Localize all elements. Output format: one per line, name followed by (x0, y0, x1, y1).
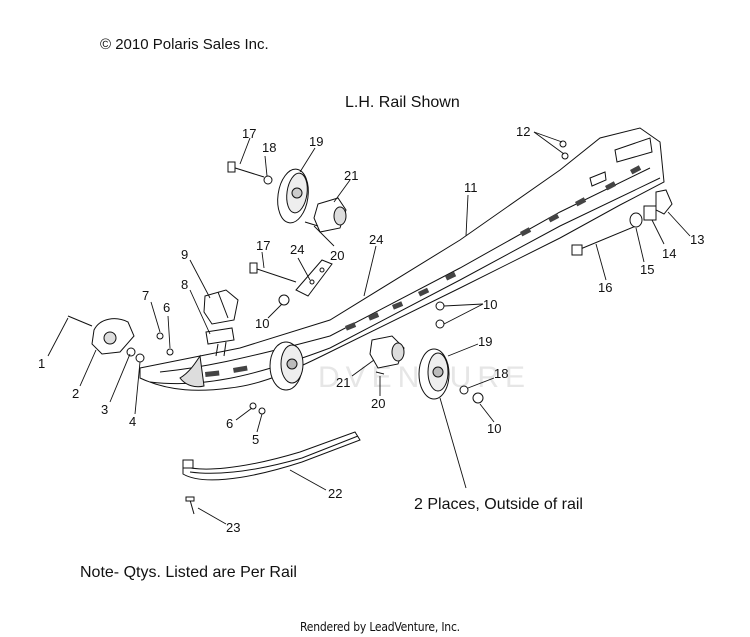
axle-16 (571, 225, 637, 256)
callout-20-top: 20 (330, 248, 344, 263)
callout-12: 12 (516, 124, 530, 139)
callout-24-right: 24 (369, 232, 383, 247)
callout-21-lower: 21 (336, 375, 350, 390)
pin-20-lower (375, 371, 385, 375)
callout-10-bracket: 10 (255, 316, 269, 331)
idler-wheel-top (277, 168, 309, 224)
axle-spacer-21-lower (369, 335, 405, 369)
nut-10-rail-b (435, 319, 445, 329)
bumper-9 (203, 289, 239, 325)
callout-18-top: 18 (262, 140, 276, 155)
callout-9: 9 (181, 247, 188, 262)
callout-22: 22 (328, 486, 342, 501)
callout-10-lower: 10 (487, 421, 501, 436)
bracket-24 (295, 259, 333, 297)
view-title: L.H. Rail Shown (345, 94, 460, 111)
quantity-note: Note- Qtys. Listed are Per Rail (80, 564, 297, 581)
callout-7: 7 (142, 288, 149, 303)
bolt-1 (67, 315, 93, 327)
washer-18-top (263, 175, 273, 185)
nut-12-b (561, 152, 569, 160)
nut-12-a (559, 140, 567, 148)
wear-strip (182, 431, 361, 481)
callout-3: 3 (101, 402, 108, 417)
nut-15 (629, 212, 643, 228)
callout-23: 23 (226, 520, 240, 535)
callout-15: 15 (640, 262, 654, 277)
callout-8: 8 (181, 277, 188, 292)
callout-18-lower: 18 (494, 366, 508, 381)
callout-17-middle: 17 (256, 238, 270, 253)
copyright-text: © 2010 Polaris Sales Inc. (100, 36, 269, 53)
idler-wheel-rail (269, 341, 304, 391)
pin-20-top (304, 221, 319, 227)
callout-6-lower: 6 (226, 416, 233, 431)
callout-2: 2 (72, 386, 79, 401)
bolt-23 (185, 496, 195, 515)
rail-assembly (139, 127, 665, 391)
leader-lines (47, 131, 691, 525)
callout-16: 16 (598, 280, 612, 295)
axle-spacer-21-top (313, 197, 347, 233)
callout-24-left: 24 (290, 242, 304, 257)
washer-18-lower (459, 385, 469, 395)
places-note: 2 Places, Outside of rail (414, 496, 583, 513)
washer-3 (126, 347, 136, 357)
nut-4 (135, 353, 145, 363)
screw-7 (156, 332, 164, 340)
callout-1: 1 (38, 356, 45, 371)
callout-10-rail: 10 (483, 297, 497, 312)
callout-numbers: 1 2 3 4 5 6 6 7 8 9 10 10 10 10 11 12 13… (38, 124, 704, 535)
spacer-14 (643, 205, 657, 221)
nut-10-lower (472, 392, 484, 404)
callout-5: 5 (252, 432, 259, 447)
screw-5 (258, 407, 266, 415)
callout-13: 13 (690, 232, 704, 247)
washer-6-lower (249, 402, 257, 410)
callout-17-top: 17 (242, 126, 256, 141)
callout-20-lower: 20 (371, 396, 385, 411)
callout-11: 11 (464, 180, 478, 195)
callout-14: 14 (662, 246, 676, 261)
washer-6-upper (166, 348, 174, 356)
front-bracket-2 (91, 318, 135, 355)
plate-13 (655, 189, 673, 215)
bumper-8 (205, 327, 235, 357)
footer-credit: Rendered by LeadVenture, Inc. (300, 620, 460, 634)
callout-6-upper: 6 (163, 300, 170, 315)
callout-19-top: 19 (309, 134, 323, 149)
bolt-17-middle (249, 262, 297, 283)
nut-10-rail-a (435, 301, 445, 311)
callout-21-top: 21 (344, 168, 358, 183)
bolt-17-top (227, 161, 265, 178)
callout-4: 4 (129, 414, 136, 429)
idler-wheel-outer (418, 348, 450, 400)
nut-10-bracket (278, 294, 290, 306)
callout-19-lower: 19 (478, 334, 492, 349)
